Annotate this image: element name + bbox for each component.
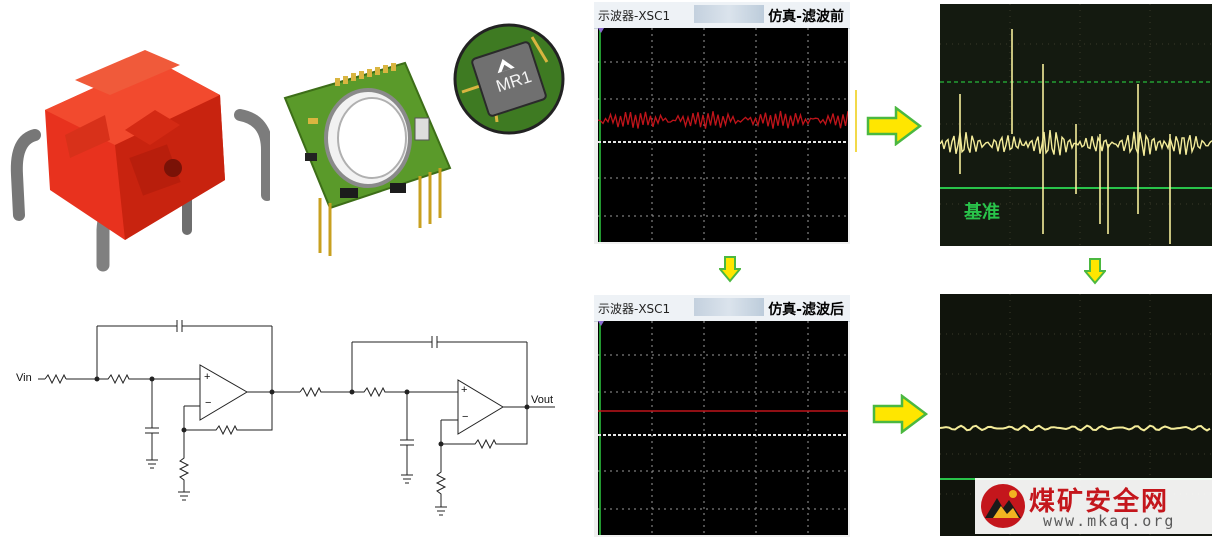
site-logo-watermark: 煤矿安全网 www.mkaq.org [975, 478, 1217, 534]
opamp-1-plus: + [204, 371, 211, 383]
titlebar-blur [694, 5, 764, 23]
oscilloscope-after-filter: 示波器-XSC1 仿真-滤波后 [594, 295, 850, 537]
opamp-2 [457, 379, 504, 435]
resistor-r1 [44, 373, 67, 385]
scope-screen [598, 321, 848, 535]
scope-status-label: 仿真-滤波前 [768, 9, 844, 25]
vin-label: Vin [16, 372, 32, 384]
logo-emblem-icon [981, 484, 1025, 528]
sensor-housing-illustration [10, 50, 270, 272]
pcb-board-illustration [283, 61, 452, 256]
scope-window-label: 示波器-XSC1 [598, 302, 671, 316]
resistor-r2 [97, 373, 152, 385]
scope-status-label: 仿真-滤波后 [768, 302, 844, 318]
resistor-feedback-2 [441, 407, 528, 450]
scope-window-label: 示波器-XSC1 [598, 9, 671, 23]
scope-screen [597, 28, 849, 242]
arrow-right-top [866, 106, 922, 146]
oscilloscope-before-filter: 示波器-XSC1 仿真-滤波前 [594, 2, 850, 244]
titlebar-blur [694, 298, 764, 316]
filtered-photo-trace [940, 424, 1211, 432]
resistor-r4 [352, 386, 407, 398]
scope-grid-after [598, 321, 848, 535]
scope-titlebar: 示波器-XSC1 仿真-滤波前 [594, 2, 850, 29]
filter-circuit-schematic [38, 320, 555, 516]
opamp-2-plus: + [461, 384, 468, 396]
arrow-right-bottom [872, 394, 928, 434]
resistor-feedback-1 [184, 392, 273, 436]
logo-title: 煤矿安全网 [1029, 487, 1170, 517]
arrow-down-photo [1084, 258, 1106, 285]
vout-label: Vout [531, 394, 554, 406]
opamp-1 [199, 364, 248, 421]
photo-trace-before [940, 4, 1212, 246]
divider-line [855, 90, 857, 152]
chip-closeup-inset [453, 23, 565, 135]
opamp-1-minus: − [205, 397, 212, 409]
resistor-ground-1 [178, 430, 190, 492]
logo-url: www.mkaq.org [1043, 512, 1176, 530]
opamp-2-minus: − [462, 411, 469, 423]
arrow-down-scope [719, 256, 741, 283]
noisy-signal-trace [597, 110, 849, 129]
scope-grid-before [597, 28, 849, 242]
scope-titlebar: 示波器-XSC1 仿真-滤波后 [594, 295, 850, 322]
oscilloscope-photo-before: 基准 [940, 4, 1212, 246]
resistor-ground-2 [435, 444, 447, 507]
resistor-r3 [299, 386, 352, 398]
baseline-label: 基准 [964, 202, 1000, 223]
